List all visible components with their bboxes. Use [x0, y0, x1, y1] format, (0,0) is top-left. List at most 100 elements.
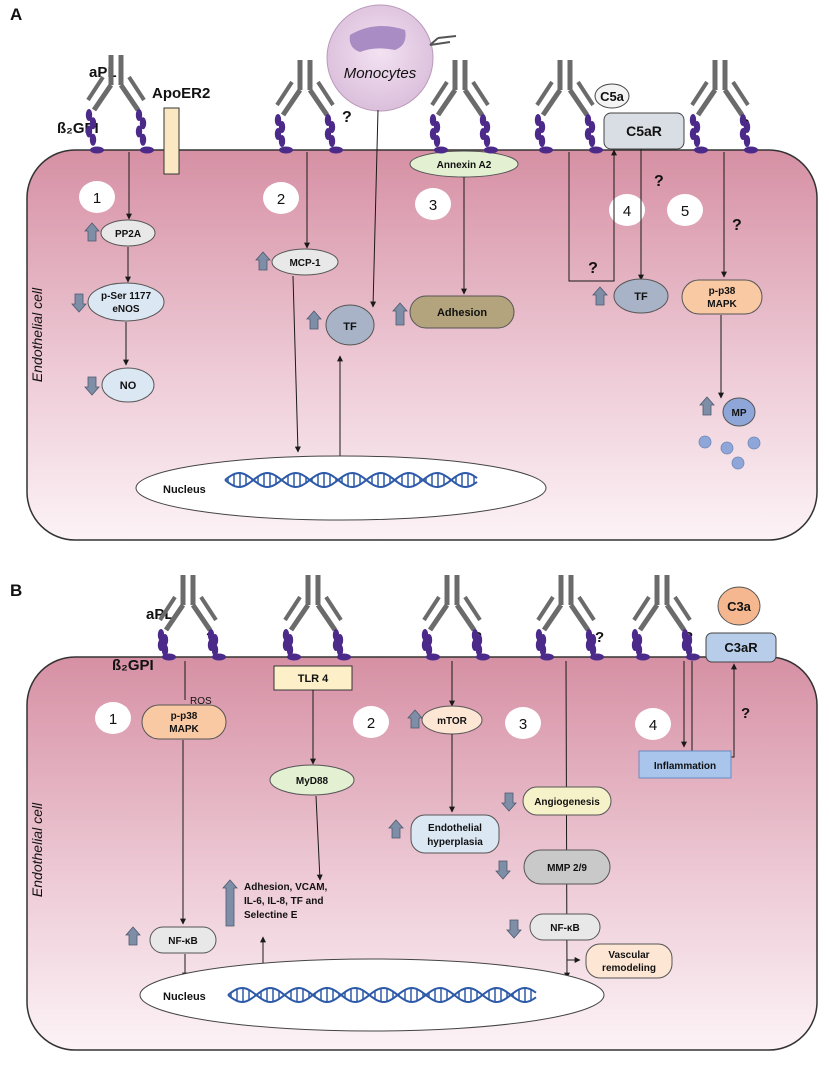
b2gpi-domain	[693, 121, 701, 133]
step-number-a2: 2	[277, 191, 285, 208]
up-arrow-icon	[306, 310, 322, 330]
pp38-node-b	[141, 704, 227, 740]
question-b-top3: ?	[595, 629, 604, 646]
c3ar-receptor	[705, 632, 777, 663]
antibody-fc	[558, 575, 574, 605]
nfkb-label-b1: NF-κB	[168, 936, 197, 947]
apl-antibody-icon	[421, 575, 490, 661]
apl-antibody-icon	[689, 60, 758, 154]
angiogenesis-node	[522, 786, 612, 816]
question-a5: ?	[732, 217, 742, 234]
b2gpi-anchor	[540, 653, 554, 661]
hyperplasia-label-line2: hyperplasia	[427, 837, 483, 848]
up-arrow-icon	[407, 709, 423, 729]
apoer2-receptor	[163, 107, 180, 175]
b2gpi-domain	[635, 644, 643, 656]
b2gpi-domain	[278, 135, 286, 147]
b2gpi-domain	[538, 135, 546, 147]
tf-label-a4: TF	[634, 291, 648, 303]
up-arrow-icon	[84, 222, 100, 242]
b2gpi-domain	[324, 114, 332, 126]
b2gpi-anchor	[590, 653, 604, 661]
mmp-label: MMP 2/9	[547, 863, 587, 874]
b2gpi-domain	[739, 114, 747, 126]
b2gpi-anchor	[90, 146, 104, 154]
pp38-label-a-line2: MAPK	[707, 299, 737, 310]
b2gpi-label-b: ß₂GPI	[112, 657, 154, 674]
b2gpi-domain	[135, 109, 143, 121]
cell-label-b: Endothelial cell	[29, 802, 45, 897]
b2gpi-domain	[693, 135, 701, 147]
b2gpi-domain	[479, 128, 487, 140]
antibody-layer	[85, 55, 758, 661]
b2gpi-domain	[538, 121, 546, 133]
monocyte-nucleus	[349, 26, 406, 52]
question-a4-c5ar: ?	[654, 173, 664, 190]
tf-node-a2	[325, 304, 375, 346]
mp-label: MP	[732, 408, 747, 419]
b2gpi-domain	[85, 125, 93, 138]
monocyte-cell	[326, 4, 434, 112]
nfkb-node-b1	[149, 926, 217, 954]
b2gpi-domain	[483, 135, 491, 147]
antibody-fc	[305, 575, 321, 605]
step-number-b2: 2	[367, 715, 375, 732]
b2gpi-domain	[475, 644, 483, 656]
dna-strand	[224, 471, 478, 489]
b2gpi-anchor	[589, 146, 603, 154]
regulation-arrow-layer	[71, 222, 715, 946]
angiogenesis-label: Angiogenesis	[534, 797, 600, 808]
b2gpi-domain	[89, 117, 97, 130]
question-a-top1: ?	[342, 109, 352, 126]
pp2a-node	[100, 219, 156, 247]
antibody-fab-light	[632, 595, 692, 622]
b2gpi-anchor	[484, 146, 498, 154]
step-circle-a5	[667, 194, 703, 226]
tf-label-a2: TF	[343, 321, 357, 333]
tf-node-a4	[613, 278, 669, 314]
b2gpi-domain	[274, 128, 282, 140]
mmp-node	[523, 849, 611, 885]
c3ar-label: C3aR	[724, 640, 758, 655]
adhesion-label: Adhesion	[437, 307, 487, 319]
b2gpi-domain	[324, 128, 332, 140]
b2gpi-domain	[588, 121, 596, 133]
step-circle-b2	[353, 706, 389, 738]
vascular-label-line1: Vascular	[608, 950, 649, 961]
b2gpi-domain	[588, 135, 596, 147]
antibody-fc	[654, 575, 670, 605]
b2gpi-domain	[89, 133, 97, 146]
question-b4-c3ar: ?	[741, 705, 750, 722]
step-circle-a1	[79, 181, 115, 213]
antibody-fab	[163, 603, 213, 632]
up-arrow-icon	[222, 879, 238, 927]
antibody-fab-light	[690, 80, 750, 107]
b2gpi-domain	[135, 125, 143, 138]
panel-b: B Endothelial cell aPL ß₂GPI TLR 4 C3a C…	[10, 581, 818, 1051]
cell-label-a: Endothelial cell	[29, 287, 45, 382]
b2gpi-domain	[139, 117, 147, 130]
up-arrow-icon	[388, 819, 404, 839]
antibody-fab	[280, 88, 330, 117]
step-circle-a4	[609, 194, 645, 226]
antibody-fab-light	[283, 595, 343, 622]
arrow-myd88-adhesion	[315, 795, 323, 881]
antibody-fab	[540, 88, 590, 117]
nucleus-b	[139, 958, 605, 1032]
b2gpi-anchor	[426, 653, 440, 661]
antibody-fab-light	[535, 80, 595, 107]
down-arrow-icon	[501, 792, 517, 812]
down-arrow-icon	[495, 860, 511, 880]
tlr4-label: TLR 4	[298, 673, 329, 685]
b2gpi-domain	[689, 128, 697, 140]
b2gpi-domain	[534, 114, 542, 126]
b2gpi-anchor	[329, 146, 343, 154]
down-arrow-icon	[71, 293, 87, 313]
arrow-a4-loop	[568, 149, 617, 282]
pp38-label-b-line2: MAPK	[169, 724, 199, 735]
c5ar-label: C5aR	[626, 123, 662, 139]
b2gpi-domain	[336, 644, 344, 656]
antibody-fab-light	[430, 80, 490, 107]
step-number-a1: 1	[93, 190, 101, 207]
